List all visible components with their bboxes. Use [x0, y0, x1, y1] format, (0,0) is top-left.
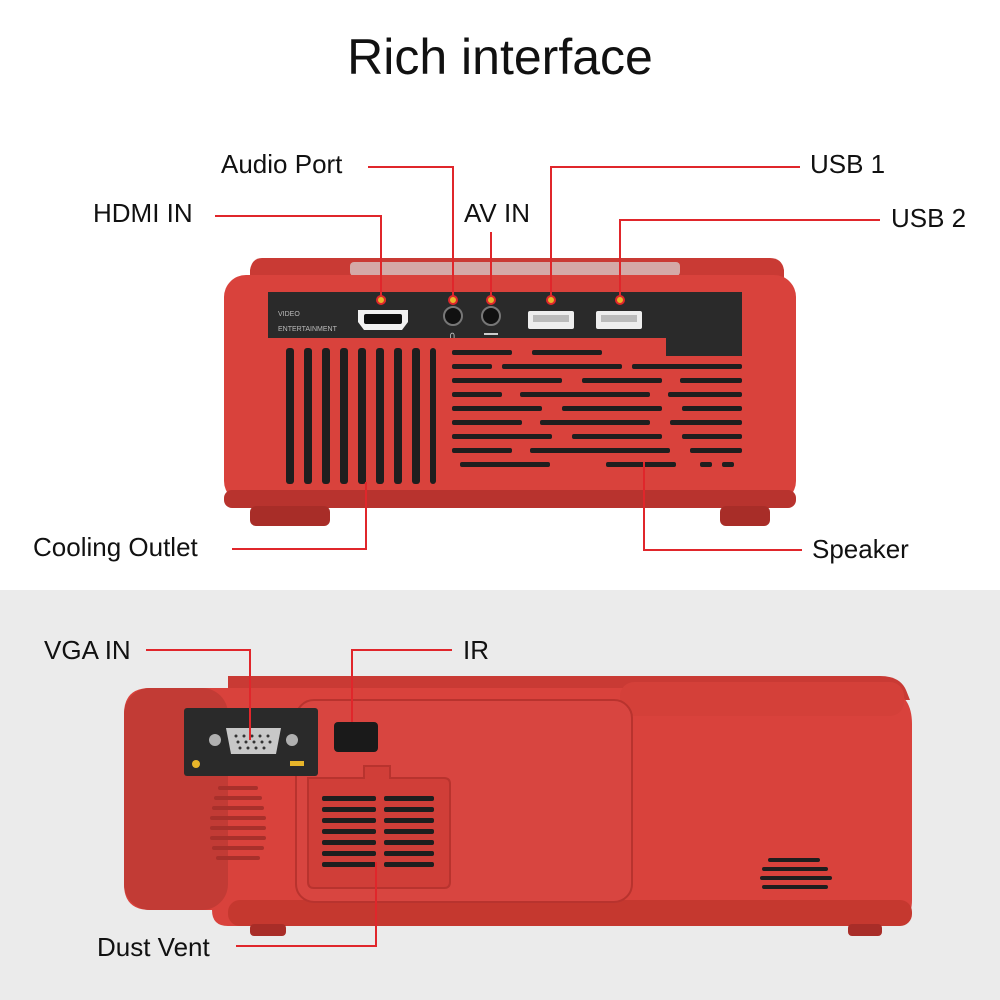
callout-speaker: Speaker: [812, 534, 909, 564]
cooling-outlet-slots: [286, 348, 436, 484]
foot-right: [720, 506, 770, 526]
callout-usb1: USB 1: [810, 149, 886, 179]
page-title: Rich interface: [347, 29, 653, 85]
callout-hdmi-in: HDMI IN: [93, 198, 193, 228]
port-panel: [268, 292, 742, 356]
front-callout-lines: [215, 166, 880, 551]
panel-label-video: VIDEO: [278, 311, 300, 318]
callout-ir: IR: [463, 635, 489, 665]
callout-usb2: USB 2: [891, 203, 967, 233]
callout-audio-port: Audio Port: [221, 149, 343, 179]
callout-vga-in: VGA IN: [44, 635, 131, 665]
av-jack: [481, 306, 501, 326]
callout-cooling-outlet: Cooling Outlet: [33, 532, 198, 562]
foot-left: [250, 506, 330, 526]
audio-jack: [443, 306, 463, 326]
panel-label-entertainment: ENTERTAINMENT: [278, 326, 338, 333]
callout-dust-vent: Dust Vent: [97, 932, 210, 962]
callout-av-in: AV IN: [464, 198, 530, 228]
speaker-grille: [452, 350, 742, 467]
svg-text:∩: ∩: [449, 331, 456, 341]
front-projector-illustration: VIDEO ENTERTAINMENT ∩: [215, 166, 880, 551]
